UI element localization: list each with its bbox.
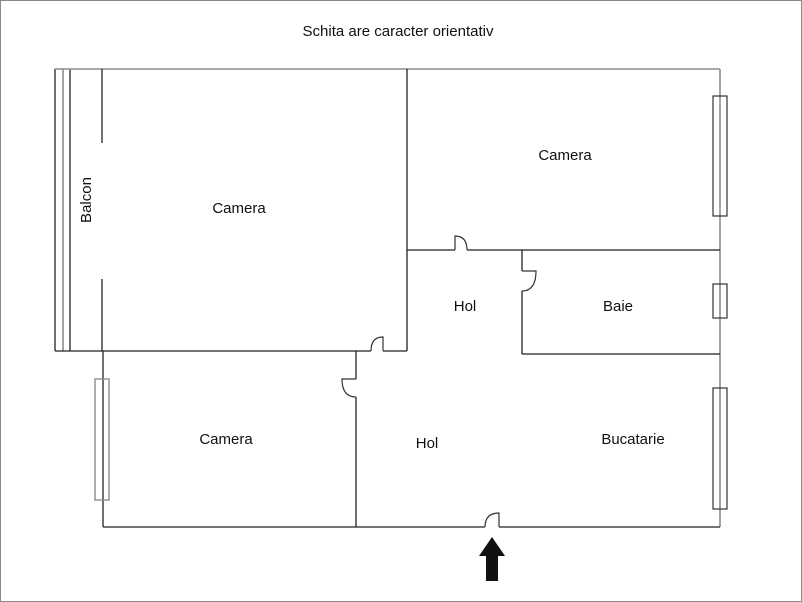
balcony bbox=[54, 68, 103, 352]
window-bottom-left bbox=[94, 378, 110, 501]
label-hallway-upper: Hol bbox=[454, 298, 477, 315]
door-bottom-left-room[interactable] bbox=[341, 378, 357, 398]
door-bathroom[interactable] bbox=[521, 270, 537, 292]
up-arrow-icon bbox=[479, 537, 505, 581]
window-bathroom bbox=[712, 283, 728, 319]
label-balcony: Balcon bbox=[78, 177, 95, 223]
label-room-top-right: Camera bbox=[538, 147, 592, 164]
label-room-large: Camera bbox=[212, 200, 266, 217]
entrance-door[interactable] bbox=[484, 512, 500, 528]
label-bathroom: Baie bbox=[603, 298, 633, 315]
label-kitchen: Bucatarie bbox=[601, 431, 664, 448]
door-large-room[interactable] bbox=[370, 336, 384, 352]
window-kitchen bbox=[712, 387, 728, 510]
plan-title: Schita are caracter orientativ bbox=[303, 23, 494, 40]
label-room-bottom-left: Camera bbox=[199, 431, 253, 448]
door-top-right-room[interactable] bbox=[454, 235, 468, 251]
window-top-right bbox=[712, 95, 728, 217]
label-hallway-lower: Hol bbox=[416, 435, 439, 452]
